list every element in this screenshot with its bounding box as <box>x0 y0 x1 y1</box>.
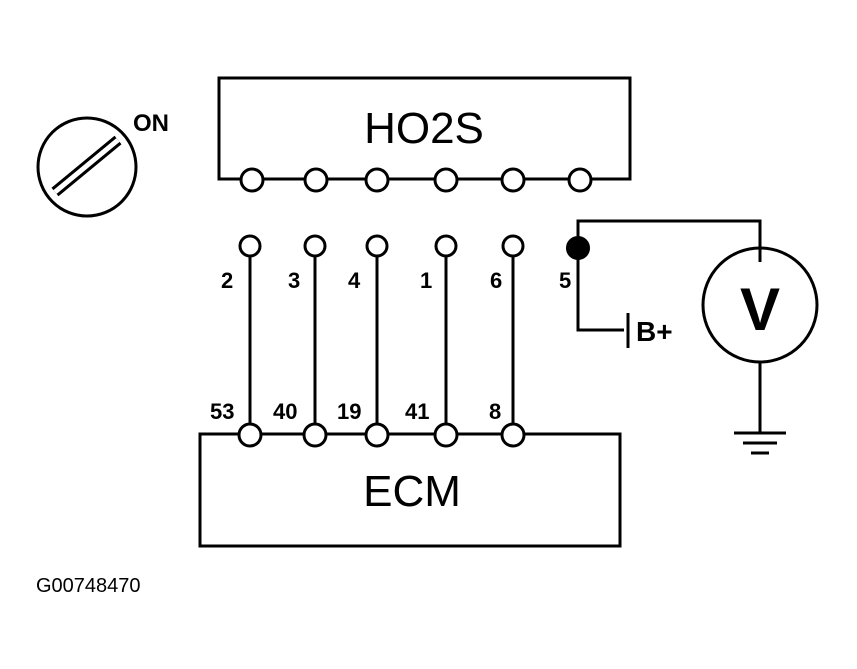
ho2s-terminal <box>303 167 329 193</box>
ho2s-terminal <box>567 167 593 193</box>
harness-connector-terminals <box>238 234 590 260</box>
ecm-terminal <box>237 422 263 448</box>
sensor-pin-label: 2 <box>221 268 233 293</box>
ignition-on-label: ON <box>133 110 169 137</box>
ecm-terminal <box>302 422 328 448</box>
voltmeter-circuit: V <box>576 219 819 455</box>
ho2s-terminal <box>433 167 459 193</box>
ho2s-connector-terminals <box>239 167 593 193</box>
ecm-box: ECM <box>198 432 622 548</box>
harness-wires <box>248 256 515 425</box>
ground-icon <box>734 431 786 455</box>
ecm-label: ECM <box>363 467 461 516</box>
ignition-switch-icon <box>36 116 138 218</box>
ho2s-sensor-box: HO2S <box>217 76 632 181</box>
sensor-pin-label: 5 <box>559 268 571 293</box>
harness-terminal <box>365 234 389 258</box>
ecm-terminal <box>500 422 526 448</box>
harness-terminal <box>501 234 525 258</box>
harness-terminal <box>434 234 458 258</box>
ecm-terminals <box>237 422 526 448</box>
ecm-pin-label: 53 <box>210 399 234 424</box>
ho2s-terminal <box>239 167 265 193</box>
harness-terminal <box>238 234 262 258</box>
battery-connection: B+ <box>576 259 673 348</box>
ho2s-label: HO2S <box>364 104 484 153</box>
sensor-pin-label: 1 <box>420 268 432 293</box>
ho2s-terminal <box>364 167 390 193</box>
ecm-pin-label: 41 <box>405 399 429 424</box>
ecm-terminal <box>433 422 459 448</box>
ecm-pin-label: 19 <box>337 399 361 424</box>
sensor-pin-label: 3 <box>288 268 300 293</box>
ecm-pin-label: 40 <box>273 399 297 424</box>
battery-label: B+ <box>636 316 673 347</box>
sensor-pin-label: 4 <box>348 268 361 293</box>
voltmeter-label: V <box>740 276 780 343</box>
sensor-pin-label: 6 <box>490 268 502 293</box>
harness-terminal <box>303 234 327 258</box>
ho2s-terminal <box>500 167 526 193</box>
figure-id: G00748470 <box>36 575 141 597</box>
ecm-pin-label: 8 <box>489 399 501 424</box>
ecm-terminal <box>364 422 390 448</box>
